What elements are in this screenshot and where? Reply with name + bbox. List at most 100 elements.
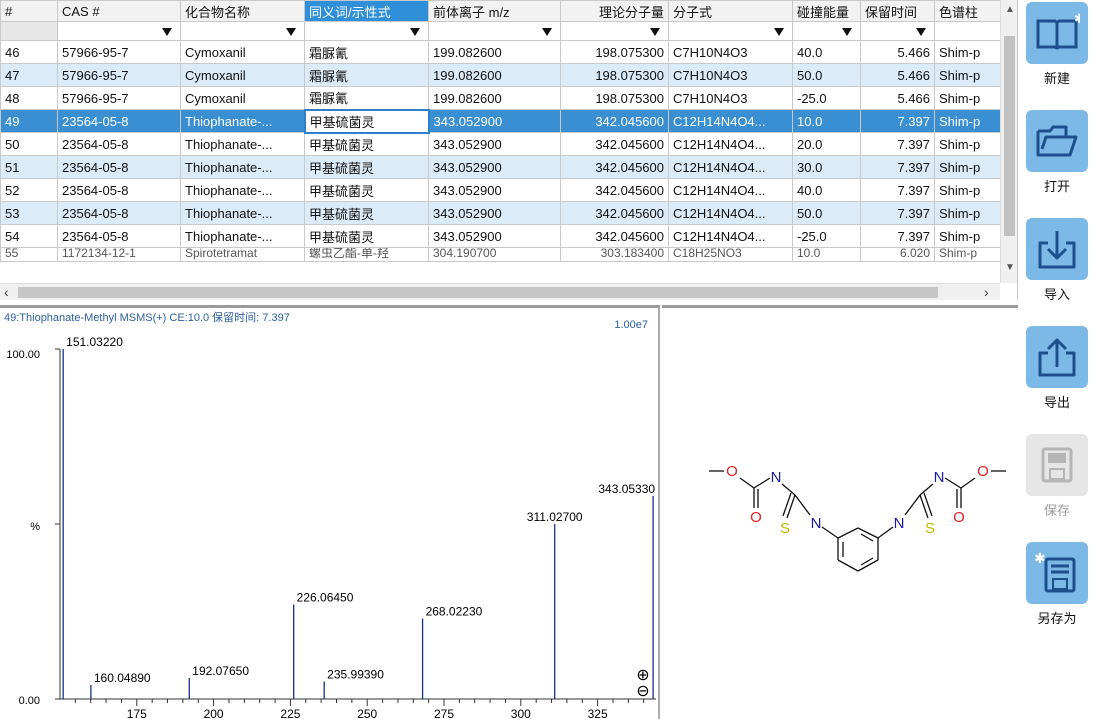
cell-name[interactable]: Thiophanate-... (180, 155, 305, 179)
cell-ce[interactable]: -25.0 (792, 86, 861, 110)
new-button[interactable]: ✱ 新建 (1022, 2, 1092, 87)
cell-formula[interactable]: C12H14N4O4... (668, 132, 793, 156)
filter-cas[interactable] (57, 21, 181, 41)
cell-name[interactable]: Thiophanate-... (180, 109, 305, 133)
cell-mz[interactable]: 343.052900 (428, 224, 561, 248)
cell-n[interactable]: 49 (0, 109, 58, 133)
cell-synonym[interactable]: 甲基硫菌灵 (304, 224, 429, 248)
cell-name[interactable]: Thiophanate-... (180, 201, 305, 225)
cell-ce[interactable]: 20.0 (792, 132, 861, 156)
scroll-left-icon[interactable]: ‹ (4, 284, 9, 300)
save-button[interactable]: 保存 (1022, 434, 1092, 519)
cell-cas[interactable]: 23564-05-8 (57, 155, 181, 179)
cell-ce[interactable]: 50.0 (792, 201, 861, 225)
col-header-index[interactable]: # (0, 0, 58, 22)
cell-name[interactable]: Cymoxanil (180, 86, 305, 110)
cell-col[interactable]: Shim-p (934, 178, 1001, 202)
import-button[interactable]: 导入 (1022, 218, 1092, 303)
cell-mw[interactable]: 198.075300 (560, 86, 669, 110)
cell-rt[interactable]: 7.397 (860, 132, 935, 156)
col-header-precursor-mz[interactable]: 前体离子 m/z (428, 0, 561, 22)
open-button[interactable]: 打开 (1022, 110, 1092, 195)
cell-mz[interactable]: 199.082600 (428, 63, 561, 87)
col-header-cas[interactable]: CAS # (57, 0, 181, 22)
cell-rt[interactable]: 6.020 (860, 247, 935, 262)
cell-mw[interactable]: 303.183400 (560, 247, 669, 262)
cell-formula[interactable]: C12H14N4O4... (668, 224, 793, 248)
scroll-right-icon[interactable]: › (984, 284, 989, 300)
cell-mw[interactable]: 342.045600 (560, 155, 669, 179)
cell-n[interactable]: 47 (0, 63, 58, 87)
cell-mw[interactable]: 342.045600 (560, 109, 669, 133)
filter-icon[interactable] (286, 28, 296, 37)
cell-formula[interactable]: C12H14N4O4... (668, 109, 793, 133)
cell-cas[interactable]: 23564-05-8 (57, 132, 181, 156)
filter-name[interactable] (180, 21, 305, 41)
cell-synonym[interactable]: 甲基硫菌灵 (303, 108, 430, 134)
cell-mz[interactable]: 343.052900 (428, 109, 561, 133)
cell-formula[interactable]: C12H14N4O4... (668, 178, 793, 202)
cell-cas[interactable]: 57966-95-7 (57, 40, 181, 64)
zoom-out-icon[interactable]: ⊖ (636, 681, 649, 700)
cell-cas[interactable]: 23564-05-8 (57, 224, 181, 248)
cell-col[interactable]: Shim-p (934, 201, 1001, 225)
cell-ce[interactable]: 30.0 (792, 155, 861, 179)
cell-cas[interactable]: 23564-05-8 (57, 201, 181, 225)
cell-col[interactable]: Shim-p (934, 109, 1001, 133)
col-header-formula[interactable]: 分子式 (668, 0, 793, 22)
cell-n[interactable]: 53 (0, 201, 58, 225)
cell-synonym[interactable]: 甲基硫菌灵 (304, 178, 429, 202)
filter-icon[interactable] (650, 28, 660, 37)
filter-rt[interactable] (860, 21, 935, 41)
cell-formula[interactable]: C7H10N4O3 (668, 63, 793, 87)
filter-icon[interactable] (842, 28, 852, 37)
cell-synonym[interactable]: 霜脲氰 (304, 40, 429, 64)
cell-n[interactable]: 54 (0, 224, 58, 248)
cell-mw[interactable]: 198.075300 (560, 63, 669, 87)
cell-rt[interactable]: 5.466 (860, 63, 935, 87)
col-header-ce[interactable]: 碰撞能量 (792, 0, 861, 22)
cell-rt[interactable]: 7.397 (860, 155, 935, 179)
cell-formula[interactable]: C7H10N4O3 (668, 40, 793, 64)
cell-col[interactable]: Shim-p (934, 224, 1001, 248)
horizontal-scrollbar[interactable]: ‹ › (0, 283, 1000, 300)
cell-synonym[interactable]: 甲基硫菌灵 (304, 132, 429, 156)
cell-rt[interactable]: 5.466 (860, 86, 935, 110)
filter-icon[interactable] (162, 28, 172, 37)
cell-formula[interactable]: C18H25NO3 (668, 247, 793, 262)
cell-synonym[interactable]: 霜脲氰 (304, 86, 429, 110)
cell-ce[interactable]: 40.0 (792, 178, 861, 202)
cell-mz[interactable]: 199.082600 (428, 40, 561, 64)
cell-name[interactable]: Spirotetramat (180, 247, 305, 262)
horizontal-scroll-thumb[interactable] (18, 287, 938, 298)
cell-rt[interactable]: 5.466 (860, 40, 935, 64)
cell-n[interactable]: 55 (0, 247, 58, 262)
cell-mz[interactable]: 343.052900 (428, 201, 561, 225)
filter-mw[interactable] (560, 21, 669, 41)
filter-formula[interactable] (668, 21, 793, 41)
cell-rt[interactable]: 7.397 (860, 201, 935, 225)
cell-mz[interactable]: 343.052900 (428, 178, 561, 202)
col-header-synonym[interactable]: 同义词/示性式 (304, 0, 429, 22)
cell-ce[interactable]: 10.0 (792, 109, 861, 133)
scroll-up-icon[interactable]: ▲ (1005, 4, 1015, 15)
scroll-down-icon[interactable]: ▼ (1005, 262, 1015, 273)
cell-name[interactable]: Thiophanate-... (180, 178, 305, 202)
cell-mz[interactable]: 199.082600 (428, 86, 561, 110)
cell-n[interactable]: 52 (0, 178, 58, 202)
col-header-name[interactable]: 化合物名称 (180, 0, 305, 22)
filter-icon[interactable] (542, 28, 552, 37)
zoom-in-icon[interactable]: ⊕ (636, 665, 649, 684)
cell-cas[interactable]: 57966-95-7 (57, 86, 181, 110)
cell-mw[interactable]: 342.045600 (560, 132, 669, 156)
cell-cas[interactable]: 57966-95-7 (57, 63, 181, 87)
vertical-scrollbar[interactable]: ▲ ▼ (1000, 0, 1017, 283)
filter-column[interactable] (934, 21, 1001, 41)
cell-cas[interactable]: 23564-05-8 (57, 109, 181, 133)
